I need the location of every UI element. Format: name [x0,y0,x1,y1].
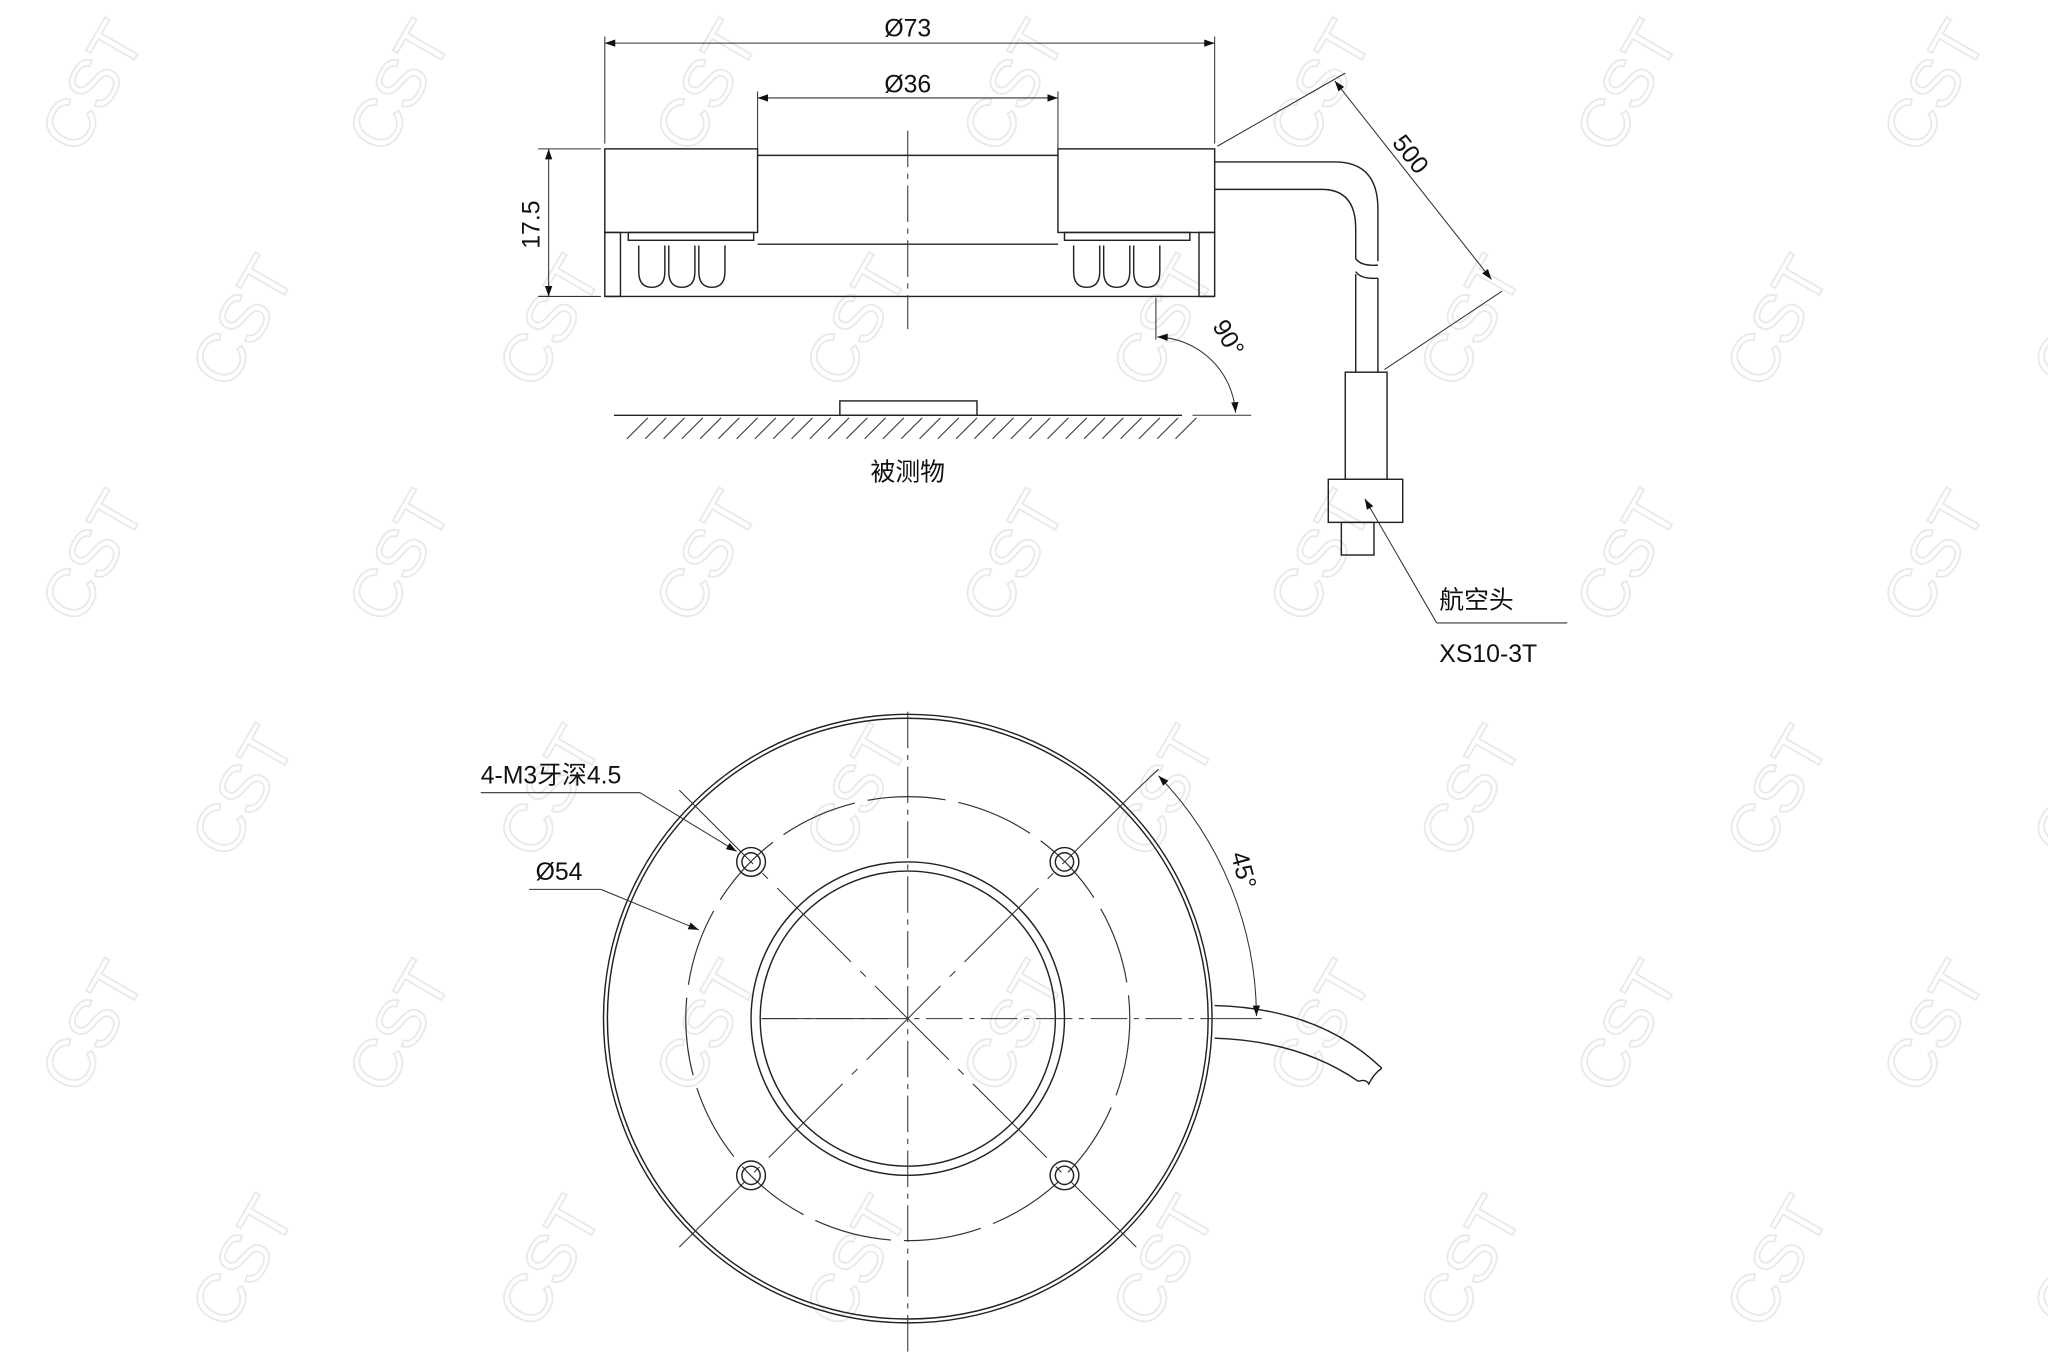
inner-diameter-label: Ø36 [884,72,931,99]
hatch-line [644,417,667,440]
connector-label: 航空头 [1439,587,1513,615]
watermark: CST [791,244,924,399]
hatch-line [699,417,722,440]
connector-model: XS10-3T [1439,641,1537,668]
ground-hatch [626,417,1197,440]
watermark: CST [177,244,310,399]
cable-length-label: 500 [1387,130,1434,179]
hatch-line [736,417,758,440]
watermark: CST [791,1184,924,1339]
hatch-line [974,417,996,440]
watermark: CST [640,949,773,1104]
watermark: CST [27,9,160,164]
watermark: CST [27,479,160,634]
watermark: CST [1868,949,2001,1104]
hatch-line [955,417,978,440]
watermark: CST [947,9,1080,164]
watermark: CST [1561,9,1694,164]
hatch-line [809,417,832,440]
hatch-line [1101,417,1124,440]
watermark: CST [640,479,773,634]
hatch-line [663,417,685,440]
watermark: CST [1097,1184,1230,1339]
hatch-line [681,417,704,440]
watermark: CST [1561,949,1694,1104]
cable [1214,161,1404,556]
watermark: CST [1097,714,1230,869]
watermark: CST [1404,714,1537,869]
hatch-line [1156,417,1179,440]
watermark: CST [484,1184,617,1339]
led-bulbs [638,245,1161,289]
hatch-line [791,417,813,440]
hatch-line [992,417,1014,440]
hatch-line [1138,417,1161,440]
hatch-line [1120,417,1142,440]
hatch-line [900,417,923,440]
watermark: CST [640,9,773,164]
hatch-line [882,417,905,440]
watermark: CST [27,949,160,1104]
watermark: CST [177,714,310,869]
hatch-line [919,417,941,440]
hatch-line [718,417,740,440]
watermark: CST [947,949,1080,1104]
watermark: CST [333,479,466,634]
hatch-line [827,417,850,440]
hatch-line [1010,417,1033,440]
watermark: CST [2018,714,2048,869]
hatch-line [626,417,649,440]
watermark: CST [177,1184,310,1339]
watermark: CST [1711,244,1844,399]
angle-90-label: 90° [1207,315,1249,361]
watermark: CST [1404,1184,1537,1339]
hatch-line [754,417,777,440]
watermark: CST [1868,479,2001,634]
hatch-line [1047,417,1069,440]
hatch-line [937,417,960,440]
watermark: CST [2018,1184,2048,1339]
hatch-line [772,417,795,440]
watermark: CST [947,479,1080,634]
watermark: CST [1711,1184,1844,1339]
watermark: CST [484,714,617,869]
object-label: 被测物 [871,459,945,487]
hatch-line [1065,417,1088,440]
bolt-circle-label: Ø54 [536,859,583,886]
thread-label: 4-M3牙深4.5 [481,762,622,790]
hatch-line [1175,417,1197,440]
hatch-line [864,417,886,440]
watermark: CST [484,244,617,399]
watermark: CST [2018,244,2048,399]
hatch-line [846,417,868,440]
outer-diameter-label: Ø73 [884,16,931,43]
watermark: CST [333,949,466,1104]
watermark: CST [1711,714,1844,869]
hatch-line [1083,417,1106,440]
height-label: 17.5 [519,200,546,248]
watermark: CST [1561,479,1694,634]
hatch-line [1028,417,1051,440]
watermark: CST [1868,9,2001,164]
watermark: CST [1097,244,1230,399]
watermark: CST [1404,244,1537,399]
bottom-view: 4-M3牙深4.5 Ø54 45° [481,711,1383,1352]
mounting-holes [735,846,1080,1191]
watermark: CST [791,714,924,869]
measured-object [839,400,978,417]
watermark: CST [333,9,466,164]
